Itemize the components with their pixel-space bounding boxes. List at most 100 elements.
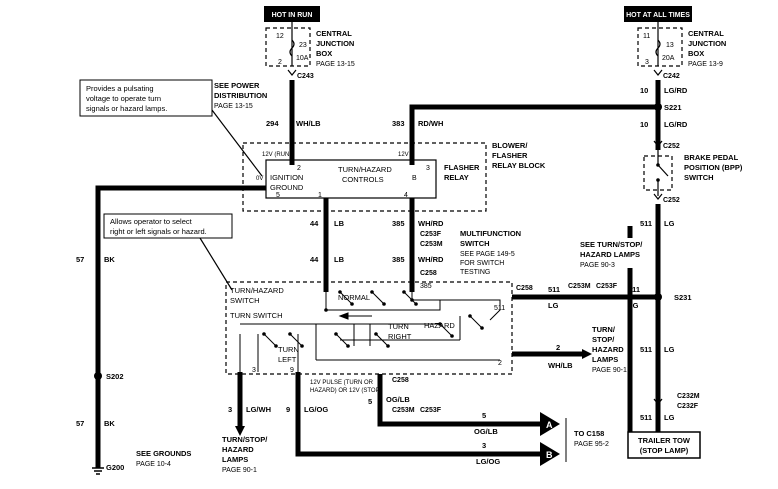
bpp-line-3: SWITCH xyxy=(684,173,714,182)
to-c158-line: TO C158 xyxy=(574,429,604,438)
wire-10b-number: 10 xyxy=(640,120,648,129)
splice-s202: S202 xyxy=(106,372,124,381)
hot-at-all-times-label: HOT AT ALL TIMES xyxy=(626,12,690,19)
relay-12v: 12V xyxy=(398,152,409,158)
wire-511b-color: LG xyxy=(664,345,675,354)
turn-switch-label: TURN SWITCH xyxy=(230,311,283,320)
switch-pin-3: 3 xyxy=(252,367,256,374)
cjb-right-fuse-num: 13 xyxy=(666,42,674,49)
cjb-left-title-2: JUNCTION xyxy=(316,39,354,48)
wire-2-arrow-icon xyxy=(582,349,592,359)
wire-385a-number: 385 xyxy=(392,219,405,228)
relay-pin-4: 4 xyxy=(404,192,408,199)
multifunction-line-1: MULTIFUNCTION xyxy=(460,229,521,238)
cjb-left-box xyxy=(265,27,311,67)
wire-57b-number: 57 xyxy=(76,419,84,428)
tsh-right-page: PAGE 90-1 xyxy=(592,367,627,374)
connector-c232f: C232F xyxy=(677,403,699,410)
wire-5a-color: OG/LB xyxy=(386,395,410,404)
arrow-b-label: B xyxy=(546,450,553,460)
ground-g200: G200 xyxy=(106,463,124,472)
relay-block-title-3: RELAY BLOCK xyxy=(492,161,546,170)
wire-2-number: 2 xyxy=(556,343,560,352)
relay-pin-3: 3 xyxy=(426,165,430,172)
tsh-bottom-line-3: LAMPS xyxy=(222,455,248,464)
see-turn-stop-line-2: HAZARD LAMPS xyxy=(580,250,640,259)
power-dist-line-2: DISTRIBUTION xyxy=(214,91,267,100)
wire-383-number: 383 xyxy=(392,119,405,128)
wire-511a-color: LG xyxy=(664,219,675,228)
multifunction-line-4: FOR SWITCH xyxy=(460,260,504,267)
cjb-right-box xyxy=(637,27,683,67)
relay-controls-1: TURN/HAZARD xyxy=(338,165,392,174)
note-pulse-line-2: voltage to operate turn xyxy=(86,94,161,103)
wire-383 xyxy=(409,104,658,165)
wire-2-color: WH/LB xyxy=(548,361,573,370)
cjb-right-title-2: JUNCTION xyxy=(688,39,726,48)
wire-511d-color: LG xyxy=(628,301,639,310)
wire-5a-number: 5 xyxy=(368,397,372,406)
wire-3-arrow-icon xyxy=(235,426,245,436)
wire-57a-color: BK xyxy=(104,255,115,264)
relay-controls-2: CONTROLS xyxy=(342,175,384,184)
wire-9-color: LG/OG xyxy=(304,405,328,414)
connector-c232m: C232M xyxy=(677,393,700,400)
wire-5 xyxy=(377,374,540,427)
wire-385a-color: WH/RD xyxy=(418,219,444,228)
connector-c252-top: C252 xyxy=(663,143,680,150)
wire-511a-number: 511 xyxy=(640,219,652,228)
tsh-right-line-4: LAMPS xyxy=(592,355,618,364)
cjb-left-title-1: CENTRAL xyxy=(316,29,352,38)
wire-10a-number: 10 xyxy=(640,86,648,95)
connector-c253f: C253F xyxy=(420,231,442,238)
connector-c258-top: C258 xyxy=(420,270,437,277)
wire-9 xyxy=(295,372,540,457)
see-grounds-page: PAGE 10-4 xyxy=(136,461,171,468)
wire-44b-number: 44 xyxy=(310,255,319,264)
wire-383-color: RD/WH xyxy=(418,119,443,128)
relay-ignition: IGNITION xyxy=(270,173,303,182)
multifunction-line-5: TESTING xyxy=(460,269,490,276)
relay-block-title-2: FLASHER xyxy=(492,151,528,160)
arrow-b-icon xyxy=(540,442,560,466)
note-switch-line-2: right or left signals or hazard. xyxy=(110,227,207,236)
turn-hazard-switch-box xyxy=(225,281,513,375)
wire-44b-color: LB xyxy=(334,255,345,264)
cjb-left-fuse-rating: 10A xyxy=(296,55,309,62)
wire-511c-color: LG xyxy=(548,301,559,310)
tsh-bottom-line-1: TURN/STOP/ xyxy=(222,435,268,444)
switch-contacts xyxy=(239,291,501,372)
arrow-a-label: A xyxy=(546,420,553,430)
relay-ground: GROUND xyxy=(270,183,304,192)
multifunction-line-3: SEE PAGE 149-5 xyxy=(460,251,515,258)
wire-10a-color: LG/RD xyxy=(664,86,688,95)
relay-block-box xyxy=(242,142,487,212)
cjb-right-page: PAGE 13-9 xyxy=(688,61,723,68)
switch-385-label: 385 xyxy=(420,283,432,290)
wire-5b-number: 5 xyxy=(482,411,486,420)
wire-385b-color: WH/RD xyxy=(418,255,444,264)
switch-title-1: TURN/HAZARD xyxy=(230,286,284,295)
switch-title-2: SWITCH xyxy=(230,296,260,305)
cjb-right-fuse-rating: 20A xyxy=(662,55,675,62)
relay-pin-1: 1 xyxy=(318,192,322,199)
turn-left-label-2: LEFT xyxy=(278,355,297,364)
cjb-left-title-3: BOX xyxy=(316,49,332,58)
wire-9-number: 9 xyxy=(286,405,290,414)
flasher-label-1: FLASHER xyxy=(444,163,480,172)
relay-pin-5: 5 xyxy=(276,192,280,199)
wire-511g-color: LG xyxy=(664,413,675,422)
splice-s202-dot xyxy=(94,372,102,380)
note-pulse-line-3: signals or hazard lamps. xyxy=(86,104,167,113)
connector-c252-bottom: C252 xyxy=(663,197,680,204)
wire-3b-color: LG/OG xyxy=(476,457,500,466)
hot-in-run-label: HOT IN RUN xyxy=(272,12,313,19)
wire-44a-color: LB xyxy=(334,219,345,228)
cjb-right-title-3: BOX xyxy=(688,49,704,58)
wire-385b-number: 385 xyxy=(392,255,405,264)
connector-c253m: C253M xyxy=(420,241,443,248)
wire-511g-number: 511 xyxy=(640,413,652,422)
cjb-left-pin-top: 12 xyxy=(276,33,284,40)
power-dist-line-1: SEE POWER xyxy=(214,81,260,90)
